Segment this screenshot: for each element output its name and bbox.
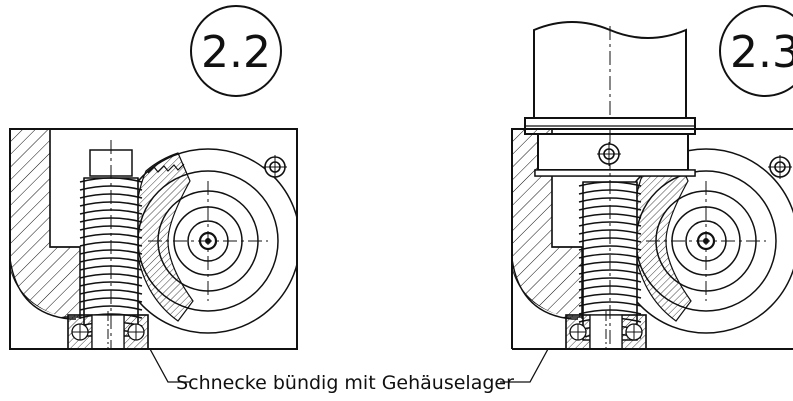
screw-icon: [767, 154, 793, 180]
step-badge-2-3: 2.3: [719, 5, 793, 97]
figure-2-3: 2.3: [511, 5, 793, 350]
ball-bearing-icon: [565, 310, 647, 349]
annotation-leader: Schnecke bündig mit Gehäuselager: [149, 348, 549, 394]
annotation-text: Schnecke bündig mit Gehäuselager: [176, 372, 514, 394]
ball-bearing-icon: [67, 310, 149, 349]
step-number: 2.3: [730, 27, 793, 78]
step-number: 2.2: [201, 27, 271, 78]
figure-2-2: 2.2: [9, 5, 298, 350]
screw-icon: [262, 154, 288, 180]
step-badge-2-2: 2.2: [190, 5, 282, 97]
